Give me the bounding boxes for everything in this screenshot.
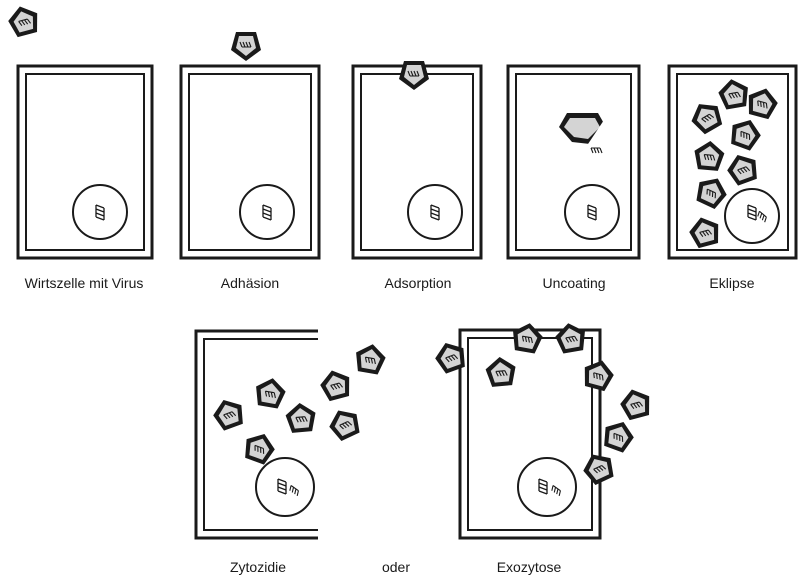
cell-outer-wall — [667, 64, 798, 260]
label-or: oder — [382, 559, 410, 575]
panel-uncoating: Uncoating — [506, 64, 641, 291]
cell-outer-wall — [194, 329, 318, 540]
nucleus — [72, 184, 128, 240]
virus-particle — [285, 402, 317, 434]
virus-particle — [209, 395, 247, 433]
released-genome-icon — [590, 147, 603, 154]
cell-outer-wall — [179, 64, 321, 260]
cell-outer-wall — [506, 64, 641, 260]
virus-particle — [686, 214, 722, 250]
virus-particle — [726, 115, 764, 153]
virus-particle — [253, 376, 288, 410]
virus-particle — [485, 356, 517, 388]
virus-particle — [510, 321, 545, 355]
label-adsorption: Adsorption — [385, 275, 452, 291]
cell-inner-wall — [25, 73, 145, 251]
nucleus — [724, 188, 780, 244]
virus-particle — [431, 338, 469, 376]
label-adhesion: Adhäsion — [221, 275, 279, 291]
nucleus — [255, 457, 315, 517]
nucleus — [239, 184, 295, 240]
cell-outer-wall — [16, 64, 154, 260]
virus-particle — [353, 342, 388, 376]
label-eclipse: Eklipse — [709, 275, 754, 291]
virus-particle — [580, 357, 616, 393]
panel-cytocidy: Zytozidie — [194, 329, 388, 575]
virus-particle — [693, 140, 725, 172]
virus-particle — [744, 85, 780, 121]
cell-inner-wall — [676, 73, 789, 251]
virus-particle — [599, 417, 637, 455]
panel-host-cell: Wirtszelle mit Virus — [5, 3, 154, 291]
virus-particle — [617, 386, 653, 422]
panel-exocytosis: Exozytose — [431, 321, 653, 575]
virus-particle — [325, 404, 364, 443]
virus-particle — [5, 3, 41, 39]
virus-particle — [716, 77, 751, 111]
nucleus — [407, 184, 463, 240]
label-exocytosis: Exozytose — [497, 559, 562, 575]
label-host-cell: Wirtszelle mit Virus — [25, 275, 144, 291]
virus-particle — [231, 32, 261, 61]
cell-inner-wall — [203, 338, 318, 531]
virus-particle — [399, 61, 429, 90]
label-cytocidy: Zytozidie — [230, 559, 286, 575]
virus-particle — [553, 321, 588, 355]
virus-particle — [579, 448, 618, 487]
panel-eclipse: Eklipse — [667, 64, 798, 291]
virus-particle — [317, 367, 353, 403]
label-uncoating: Uncoating — [542, 275, 605, 291]
panel-adhesion: Adhäsion — [179, 32, 321, 291]
virus-particle — [686, 97, 726, 137]
cell-inner-wall — [188, 73, 312, 251]
panel-adsorption: Adsorption — [351, 61, 483, 291]
virus-particle — [692, 172, 731, 211]
opened-capsid — [559, 113, 612, 146]
cell-inner-wall — [515, 73, 632, 251]
virus-particle — [723, 150, 761, 188]
nucleus — [564, 184, 620, 240]
